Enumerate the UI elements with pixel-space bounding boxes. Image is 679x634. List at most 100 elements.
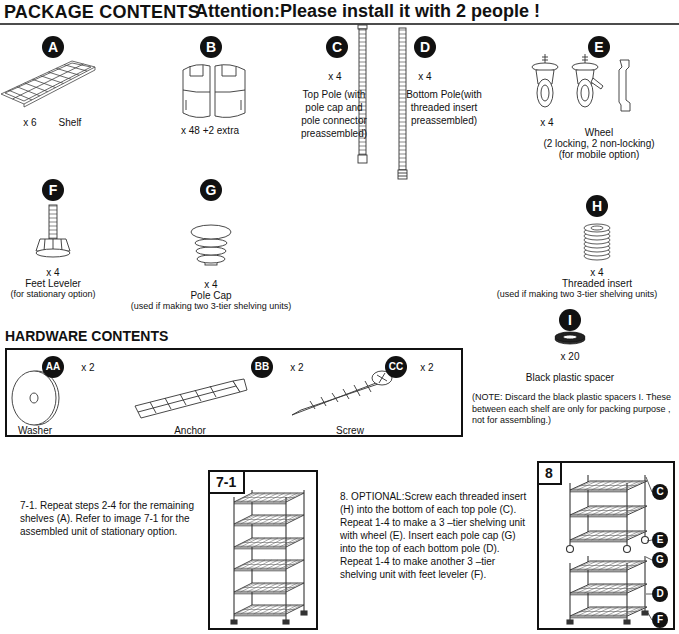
feet-leveler-illustration-part [36, 249, 70, 257]
stationary-unit-illustration-part [567, 620, 573, 624]
feet-leveler-illustration [36, 205, 70, 257]
part-label: Pole Cap [161, 289, 261, 302]
section-heading: HARDWARE CONTENTS [5, 328, 168, 344]
bottom-pole-illustration-part [398, 176, 407, 177]
screw-illustration [292, 371, 392, 415]
shelf-illustration-part [24, 104, 25, 107]
pole-cap-illustration-part [195, 239, 227, 247]
mobile-unit-illustration-part [626, 483, 627, 545]
leader-line-part [646, 477, 652, 492]
part-label: x 4 [582, 266, 612, 279]
callout-circle: A [42, 36, 64, 58]
instruction-text: (used if making two 3-tier shelving unit… [477, 289, 677, 301]
callout-letter: H [586, 195, 608, 217]
stationary-unit-illustration-part [569, 563, 570, 620]
callout-letter: CC [385, 356, 407, 378]
pole-connector-illustration-part [183, 65, 210, 118]
callout-circle: C [652, 484, 668, 500]
shelving-unit-illustration-part [283, 620, 289, 624]
shelving-unit-illustration-part [231, 620, 237, 624]
part-label: x 2 [412, 361, 442, 374]
part-label: x 4 [320, 70, 350, 83]
stationary-unit-illustration-part [624, 620, 630, 624]
screw-illustration-part [321, 397, 326, 406]
pole-cap-illustration [191, 225, 231, 265]
part-label: Shelf [50, 116, 90, 129]
shelving-unit-illustration-part [303, 490, 304, 612]
screw-illustration-part [332, 393, 338, 402]
feet-leveler-illustration-part [49, 205, 57, 239]
screw-illustration-part [343, 389, 349, 399]
part-label: x 4 [38, 266, 68, 279]
callout-letter: A [42, 36, 64, 58]
shelving-unit-illustration-part [234, 605, 304, 616]
leader-line [646, 477, 652, 620]
pole-connector-illustration-part [222, 65, 236, 76]
stationary-unit-illustration [567, 556, 648, 624]
mobile-unit-illustration-part [624, 546, 631, 553]
callout-letter: AA [42, 356, 64, 378]
stationary-unit-illustration-part [570, 607, 647, 618]
wheel-illustration-part [591, 78, 603, 89]
stationary-unit-illustration-part [642, 611, 648, 615]
shelving-unit-illustration-part [234, 560, 304, 571]
part-label: Threaded insert [537, 277, 657, 290]
shelf-illustration [1, 61, 95, 107]
screw-illustration-part [310, 401, 315, 409]
callout-circle: F [42, 179, 64, 201]
step-number: 7-1 [210, 472, 245, 494]
instruction-text: (NOTE: Discard the black plastic spacers… [472, 392, 677, 427]
callout-circle: BB [251, 356, 273, 378]
part-label: x 20 [555, 350, 585, 363]
shelving-unit-illustration-part [234, 493, 304, 504]
spacer-illustration [555, 332, 585, 344]
wheel-illustration-part [581, 85, 589, 101]
callout-letter: D [652, 586, 668, 602]
screw-illustration-part [379, 373, 385, 383]
callout-circle: E [588, 36, 610, 58]
shelf-illustration-part [24, 70, 95, 107]
pole-cap-illustration-part [191, 225, 231, 239]
callout-circle: I [559, 309, 581, 331]
threaded-insert-illustration-part [584, 224, 610, 232]
pole-connector-illustration-part [183, 90, 210, 92]
bottom-pole-illustration-part [398, 173, 407, 174]
callout-letter: F [42, 179, 64, 201]
instruction-text: 7-1. Repeat steps 2-4 for the remaining … [20, 499, 208, 538]
part-label: x 4 [196, 278, 226, 291]
callout-letter: E [652, 532, 668, 548]
shelving-unit-illustration-part [234, 515, 304, 526]
shelving-unit-illustration-part [301, 611, 307, 615]
stationary-unit-illustration-part [626, 563, 627, 620]
anchor-illustration [135, 379, 247, 418]
wheel-illustration-part [582, 60, 588, 61]
callout-circle: G [652, 552, 668, 568]
mobile-unit-illustration-part [569, 483, 570, 545]
bottom-pole-illustration [398, 28, 407, 179]
wheel-illustration-part [619, 60, 630, 111]
part-label: Wheel [549, 126, 649, 139]
part-label: x 6 [15, 116, 45, 129]
callout-circle: F [652, 612, 668, 628]
step-number: 8 [539, 463, 562, 485]
part-label: x 2 [282, 361, 312, 374]
spacer-illustration-part [555, 332, 585, 342]
shelving-unit-illustration-part [233, 497, 234, 621]
part-label: Bottom Pole(with threaded insert preasse… [406, 88, 482, 127]
callout-letter: G [200, 179, 222, 201]
instruction-text: 8. OPTIONAL:Screw each threaded insert (… [340, 490, 532, 581]
screw-illustration-part [365, 381, 371, 392]
part-label: Black plastic spacer [510, 371, 630, 384]
wheel-illustration-part [582, 57, 588, 58]
wheel-illustration-part [537, 79, 553, 107]
callout-letter: C [652, 484, 668, 500]
part-label: Anchor [165, 424, 215, 437]
pole-connector-illustration-part [241, 100, 242, 110]
mobile-unit-illustration [567, 475, 649, 553]
mobile-unit-illustration-part [644, 475, 645, 536]
mobile-unit-illustration-part [642, 537, 649, 544]
part-label: x 2 [73, 361, 103, 374]
callout-letter: B [200, 36, 222, 58]
hardware-box: HARDWARE CONTENTSAABBCC [5, 348, 463, 437]
washer-illustration-part [30, 393, 38, 403]
